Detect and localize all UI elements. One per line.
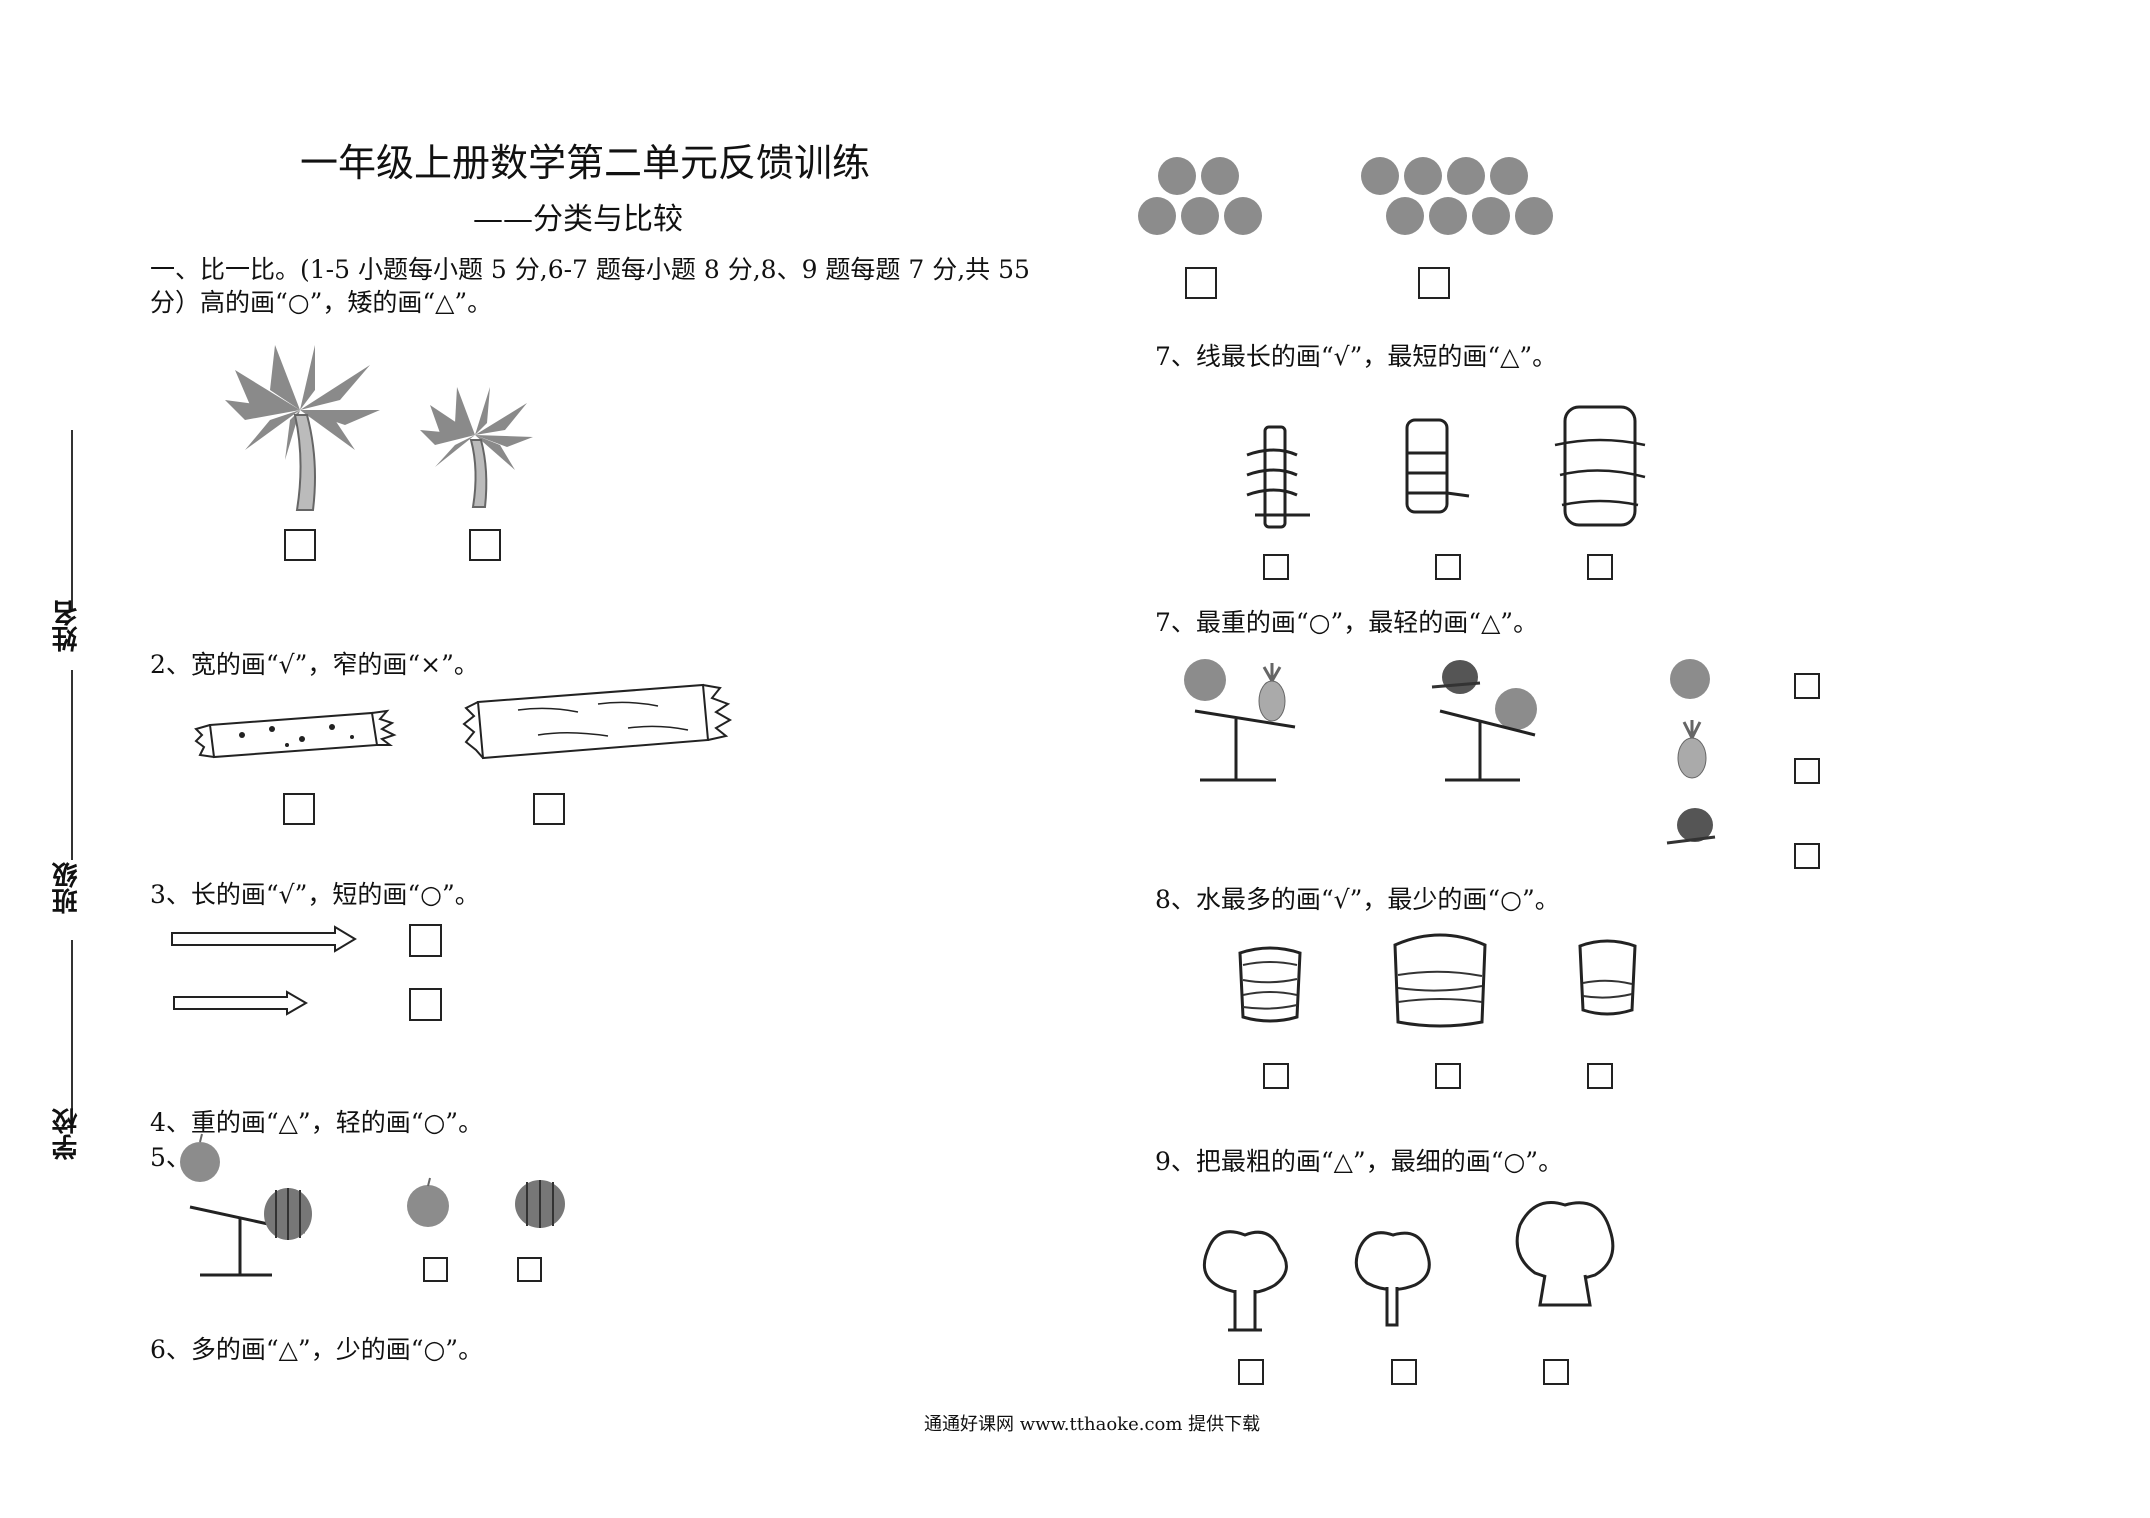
thin-trunk-tree-image: [1354, 1231, 1431, 1327]
page-title: 一年级上册数学第二单元反馈训练: [300, 141, 871, 185]
apple-small-image: [1670, 659, 1710, 699]
q8-large-cup-answer-box[interactable]: [1435, 1063, 1461, 1089]
pomegranate-apple-balance-image: [1431, 660, 1537, 782]
q2-narrow-log-answer-box[interactable]: [283, 793, 315, 825]
apple-pineapple-balance-image: [1184, 659, 1296, 782]
narrow-log-image: [194, 709, 397, 759]
large-water-cup-image: [1393, 933, 1487, 1028]
q1-short-tree-answer-box[interactable]: [469, 529, 501, 561]
q7a-medium-pole-answer-box[interactable]: [1435, 554, 1461, 580]
q4-prompt: 4、重的画“△”，轻的画“○”。: [150, 1108, 484, 1137]
q9-thick-trunk-answer-box[interactable]: [1543, 1359, 1569, 1385]
section1-line2: 分）高的画“○”，矮的画“△”。: [150, 288, 493, 317]
apple-image: [407, 1177, 449, 1227]
class-label: 班级: [52, 862, 82, 914]
short-palm-tree-image: [420, 387, 533, 508]
q7a-prompt: 7、线最长的画“√”，最短的画“△”。: [1155, 342, 1558, 371]
school-label: 学校: [52, 1108, 82, 1160]
binding-line-3: [71, 940, 73, 1110]
q8-medium-cup-answer-box[interactable]: [1587, 1063, 1613, 1089]
q7a-thick-pole-answer-box[interactable]: [1587, 554, 1613, 580]
q9-prompt: 9、把最粗的画“△”，最细的画“○”。: [1155, 1147, 1564, 1176]
apple-watermelon-balance-image: [180, 1133, 312, 1277]
q6-prompt: 6、多的画“△”，少的画“○”。: [150, 1335, 484, 1364]
q3-short-arrow-answer-box[interactable]: [409, 988, 442, 1021]
q7a-thin-pole-answer-box[interactable]: [1263, 554, 1289, 580]
page-subtitle: ——分类与比较: [473, 202, 683, 237]
thick-trunk-tree-image: [1515, 1201, 1615, 1307]
pineapple-small-image: [1677, 720, 1707, 779]
name-label: 姓名: [52, 600, 82, 652]
short-arrow-image: [173, 990, 308, 1016]
q6-fewer-apples-answer-box[interactable]: [1185, 267, 1217, 299]
q7b-pomegranate-answer-box[interactable]: [1794, 843, 1820, 869]
q2-prompt: 2、宽的画“√”，窄的画“×”。: [150, 650, 479, 679]
q3-prompt: 3、长的画“√”，短的画“○”。: [150, 880, 480, 909]
watermelon-image: [515, 1180, 565, 1228]
q2-wide-log-answer-box[interactable]: [533, 793, 565, 825]
footer-credit: 通通好课网 www.tthaoke.com 提供下载: [924, 1414, 1261, 1435]
tall-palm-tree-image: [225, 345, 380, 511]
binding-line-2: [71, 670, 73, 860]
q7b-pineapple-answer-box[interactable]: [1794, 758, 1820, 784]
apples-group-small-image: [1138, 157, 1262, 235]
medium-water-cup-image: [1578, 939, 1637, 1016]
q8-small-cup-answer-box[interactable]: [1263, 1063, 1289, 1089]
section1-line1: 一、比一比。(1-5 小题每小题 5 分,6-7 题每小题 8 分,8、9 题每…: [150, 255, 1030, 284]
binding-line-1: [71, 430, 73, 610]
q7b-prompt: 7、最重的画“○”，最轻的画“△”。: [1155, 608, 1539, 637]
q9-thin-trunk-answer-box[interactable]: [1391, 1359, 1417, 1385]
q3-long-arrow-answer-box[interactable]: [409, 924, 442, 957]
medium-trunk-tree-image: [1202, 1230, 1288, 1332]
q5-watermelon-answer-box[interactable]: [517, 1257, 542, 1282]
q5-apple-answer-box[interactable]: [423, 1257, 448, 1282]
medium-pole-with-rope-image: [1405, 418, 1470, 514]
pomegranate-small-image: [1666, 808, 1716, 845]
q7b-apple-answer-box[interactable]: [1794, 673, 1820, 699]
thick-pole-with-rope-image: [1554, 405, 1646, 527]
q8-prompt: 8、水最多的画“√”，最少的画“○”。: [1155, 885, 1560, 914]
long-arrow-image: [171, 925, 357, 953]
small-water-cup-image: [1238, 946, 1302, 1023]
q1-tall-tree-answer-box[interactable]: [284, 529, 316, 561]
thin-pole-with-rope-image: [1246, 425, 1310, 529]
apples-group-large-image: [1361, 157, 1553, 235]
q9-medium-trunk-answer-box[interactable]: [1238, 1359, 1264, 1385]
wide-log-image: [462, 683, 733, 760]
q6-more-apples-answer-box[interactable]: [1418, 267, 1450, 299]
